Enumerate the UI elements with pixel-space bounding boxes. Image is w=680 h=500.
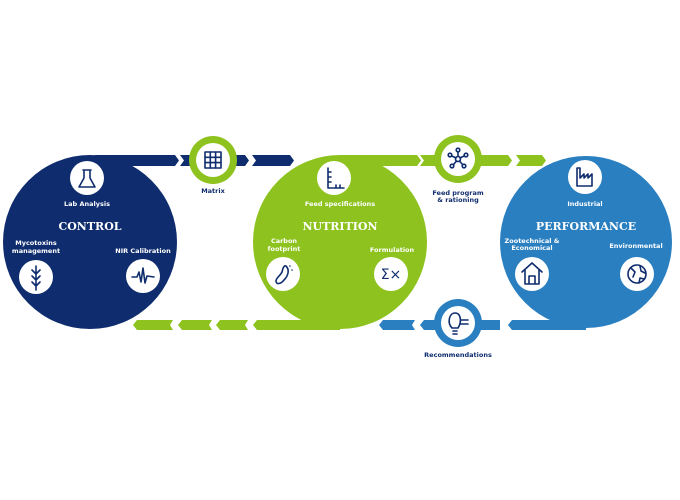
economical-label: Economical: [511, 244, 552, 252]
network-icon: [447, 147, 469, 169]
carbon-label: Carbon: [271, 237, 297, 245]
performance-title: PERFORMANCE: [536, 220, 636, 233]
nir-calibration-label: NIR Calibration: [115, 247, 171, 255]
zootechnical-label: Zootechnical &: [505, 237, 560, 245]
lightbulb-icon: [448, 312, 469, 335]
lab-analysis-label: Lab Analysis: [64, 200, 110, 208]
wheat-icon: [31, 265, 41, 291]
footprint-icon: [275, 265, 293, 285]
formulation-label: Formulation: [370, 246, 415, 254]
grid-icon: [204, 151, 222, 169]
mycotoxins-label: Mycotoxins: [15, 239, 57, 247]
factory-icon: [576, 167, 593, 187]
control-title: CONTROL: [58, 220, 121, 233]
footprint-label: footprint: [268, 245, 301, 253]
globe-icon: [627, 264, 647, 284]
feed-specifications-icon: [327, 167, 345, 189]
nutrition-to-control-arrow: [133, 320, 340, 330]
sigma-icon: Σ×: [381, 267, 402, 283]
recommendations-label: Recommendations: [424, 351, 492, 359]
rationing-label: & rationing: [437, 196, 479, 204]
barn-icon: [521, 262, 543, 285]
feed-program-label: Feed program: [432, 189, 483, 197]
waveform-icon: [131, 267, 155, 284]
flask-icon: [78, 169, 96, 188]
feed-specifications-label: Feed specifications: [305, 200, 375, 208]
management-label: management: [12, 247, 60, 255]
environmental-label: Environmental: [609, 242, 662, 250]
industrial-label: Industrial: [567, 200, 602, 208]
nutrition-title: NUTRITION: [302, 220, 377, 233]
matrix-label: Matrix: [201, 187, 225, 195]
